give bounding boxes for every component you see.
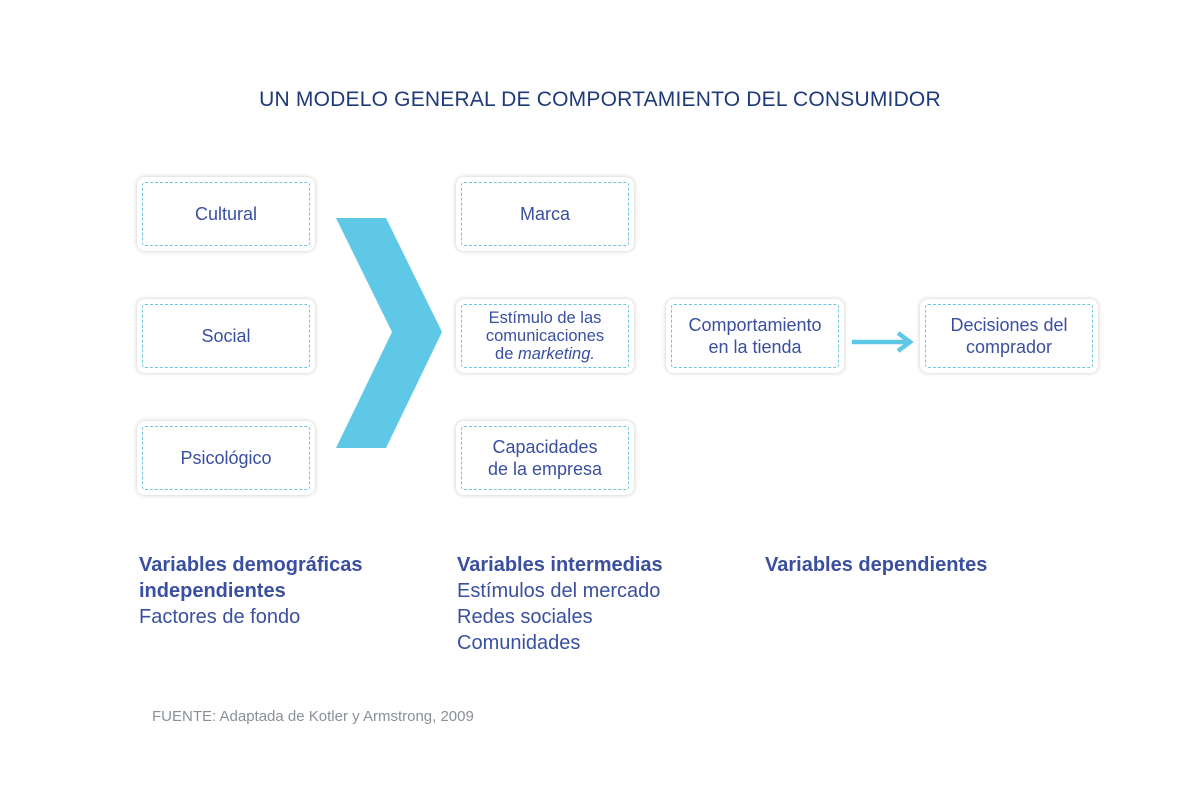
arrow-right-icon	[852, 331, 914, 353]
node-cultural: Cultural	[137, 177, 315, 251]
column-dependent: Variables dependientes	[765, 552, 987, 578]
node-capacidades-line1: Capacidades	[492, 437, 598, 457]
chevron-arrow-icon	[336, 218, 442, 448]
column-dependent-heading: Variables dependientes	[765, 554, 988, 576]
node-social: Social	[137, 299, 315, 373]
column-intermediate-item: Estímulos del mercado	[457, 580, 661, 602]
column-independent-heading-line1: Variables demográficas	[139, 554, 363, 576]
node-comportamiento-line2: en la tienda	[708, 337, 802, 357]
node-social-label: Social	[201, 326, 251, 346]
source-note: FUENTE: Adaptada de Kotler y Armstrong, …	[152, 708, 474, 725]
node-decisiones-label: Decisiones del comprador	[944, 314, 1073, 358]
node-psicologico: Psicológico	[137, 421, 315, 495]
node-estimulo-line1: Estímulo de las	[488, 309, 602, 327]
node-comportamiento-line1: Comportamiento	[688, 315, 822, 335]
node-marca: Marca	[456, 177, 634, 251]
node-psicologico-label: Psicológico	[180, 448, 272, 468]
column-intermediate-item: Redes sociales	[457, 606, 593, 628]
column-intermediate-heading: Variables intermedias	[457, 554, 663, 576]
node-estimulo-line3-italic: marketing.	[517, 345, 595, 363]
column-intermediate: Variables intermedias Estímulos del merc…	[457, 552, 663, 656]
node-comportamiento: Comportamiento en la tienda	[666, 299, 844, 373]
node-estimulo: Estímulo de las comunicaciones de market…	[456, 299, 634, 373]
node-decisiones: Decisiones del comprador	[920, 299, 1098, 373]
node-estimulo-label: Estímulo de las comunicaciones de market…	[480, 309, 610, 363]
node-capacidades-label: Capacidades de la empresa	[482, 436, 608, 480]
node-marca-label: Marca	[519, 204, 570, 224]
column-independent-heading-line2: independientes	[139, 580, 286, 602]
diagram-title: UN MODELO GENERAL DE COMPORTAMIENTO DEL …	[259, 88, 941, 111]
column-intermediate-item: Comunidades	[457, 632, 581, 654]
node-decisiones-line1: Decisiones del	[950, 315, 1068, 335]
node-comportamiento-label: Comportamiento en la tienda	[682, 314, 827, 358]
column-independent: Variables demográficas independientes Fa…	[139, 552, 362, 630]
node-estimulo-line2: comunicaciones	[485, 327, 605, 345]
node-capacidades-line2: de la empresa	[487, 459, 603, 479]
node-estimulo-line3: de marketing.	[486, 345, 604, 363]
node-decisiones-line2: comprador	[965, 337, 1053, 357]
column-independent-item: Factores de fondo	[139, 606, 301, 628]
node-cultural-label: Cultural	[194, 204, 258, 224]
node-capacidades: Capacidades de la empresa	[456, 421, 634, 495]
node-estimulo-line3-prefix: de	[495, 345, 518, 363]
